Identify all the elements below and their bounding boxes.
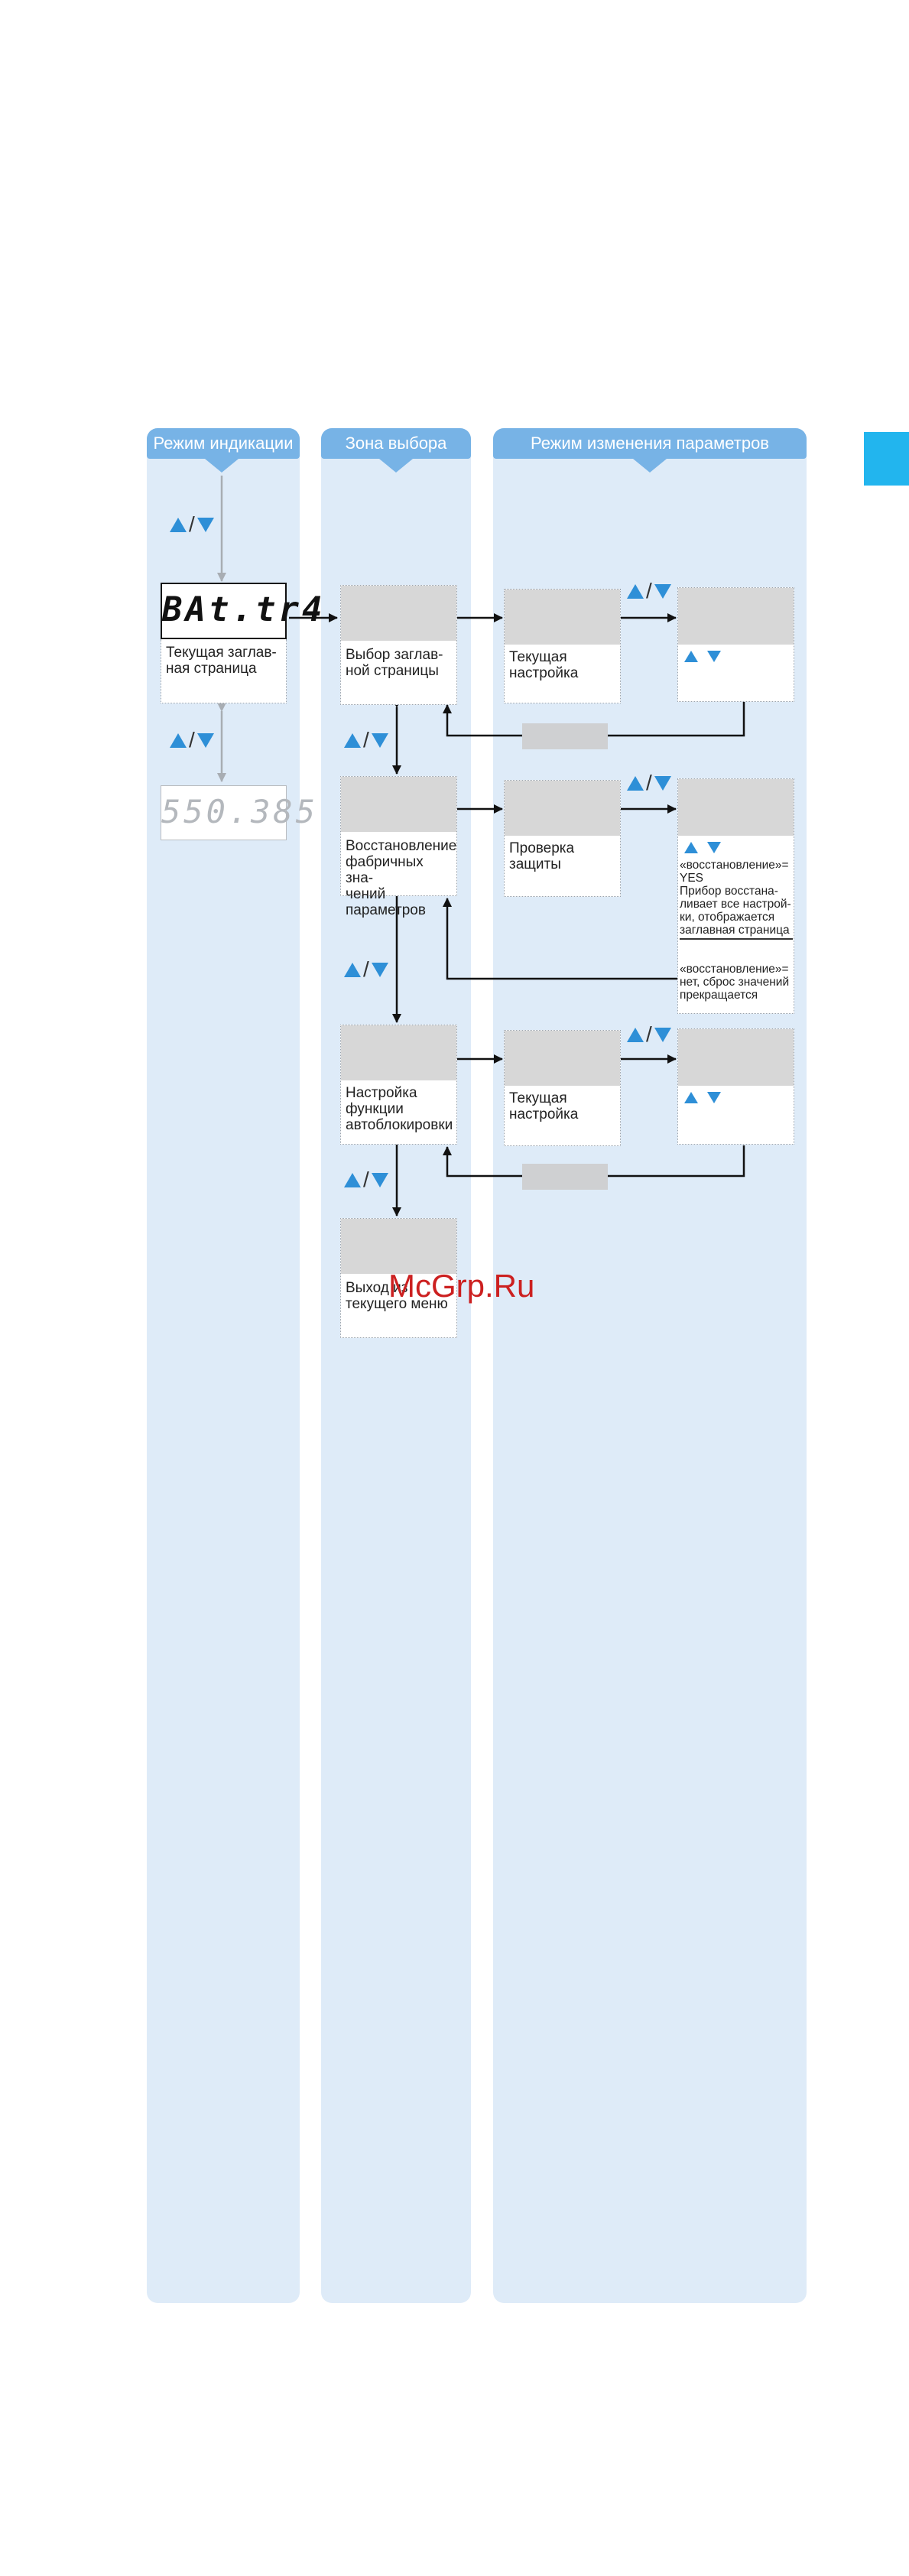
up-arrow-icon — [684, 651, 698, 662]
up-arrow-icon — [344, 1172, 361, 1187]
up-arrow-icon — [627, 775, 644, 791]
set-value-3-box[interactable] — [677, 1028, 794, 1145]
updown-arrows-select-2: / — [344, 959, 388, 980]
up-arrow-icon — [344, 733, 361, 748]
lcd-primary: BAt.tr4 — [161, 583, 322, 639]
down-arrow-icon — [654, 775, 671, 791]
updown-arrows-box-3 — [684, 1092, 721, 1103]
down-arrow-icon — [654, 583, 671, 599]
current-setting-2-label: Текущая настройка — [509, 1090, 579, 1122]
column-header-indication: Режим индикации — [147, 428, 300, 459]
column-header-parameters-pointer — [633, 459, 667, 473]
up-arrow-icon — [684, 1092, 698, 1103]
return-line-2 — [443, 898, 677, 980]
column-header-selection: Зона выбора — [321, 428, 471, 459]
updown-arrows-select-1: / — [344, 729, 388, 751]
up-arrow-icon — [627, 1027, 644, 1042]
updown-arrows-indication-mid: / — [170, 729, 214, 751]
restore-set-box[interactable]: «восстановление»= YES Прибор восстана- л… — [677, 778, 794, 1014]
restore-factory-label: Восстановление фабричных зна- чений пара… — [346, 838, 457, 918]
down-arrow-icon — [707, 842, 721, 853]
column-header-selection-pointer — [379, 459, 413, 473]
down-arrow-icon — [371, 733, 388, 748]
protection-check-label: Проверка защиты — [509, 840, 575, 872]
restore-no-label: «восстановление»= нет, сброс значений пр… — [680, 963, 790, 1002]
autolock-box[interactable]: Настройка функции автоблокировки — [340, 1025, 457, 1145]
column-header-indication-pointer — [205, 459, 239, 473]
down-arrow-icon — [371, 1172, 388, 1187]
return-indicator-1 — [522, 723, 608, 749]
side-tab — [864, 432, 909, 486]
autolock-label: Настройка функции автоблокировки — [346, 1085, 453, 1133]
column-header-parameters: Режим изменения параметров — [493, 428, 807, 459]
select-home-label: Выбор заглав- ной страницы — [346, 647, 443, 679]
up-arrow-icon — [170, 517, 187, 532]
current-home-label: Текущая заглав- ная страница — [166, 645, 277, 677]
down-arrow-icon — [654, 1027, 671, 1042]
updown-arrows-param-1: / — [627, 580, 671, 602]
set-value-1-box[interactable] — [677, 587, 794, 702]
current-setting-2-box: Текущая настройка — [504, 1030, 621, 1146]
return-indicator-3 — [522, 1164, 608, 1190]
exit-menu-box[interactable]: Выход из текущего меню — [340, 1218, 457, 1338]
updown-arrows-param-3: / — [627, 1024, 671, 1045]
current-setting-1-label: Текущая настройка — [509, 649, 579, 681]
updown-arrows-indication-top: / — [170, 514, 214, 535]
restore-factory-box[interactable]: Восстановление фабричных зна- чений пара… — [340, 776, 457, 918]
up-arrow-icon — [344, 962, 361, 977]
up-arrow-icon — [170, 733, 187, 748]
down-arrow-icon — [707, 651, 721, 662]
exit-menu-label: Выход из текущего меню — [346, 1280, 448, 1312]
up-arrow-icon — [684, 842, 698, 853]
watermark: McGrp.Ru — [388, 1268, 535, 1304]
down-arrow-icon — [196, 733, 214, 748]
down-arrow-icon — [707, 1092, 721, 1103]
down-arrow-icon — [371, 962, 388, 977]
updown-arrows-box-1 — [684, 651, 721, 662]
down-arrow-icon — [196, 517, 214, 532]
up-arrow-icon — [627, 583, 644, 599]
updown-arrows-select-3: / — [344, 1169, 388, 1191]
current-setting-1-box: Текущая настройка — [504, 589, 621, 703]
protection-check-box: Проверка защиты — [504, 780, 621, 897]
current-home-label-box: Текущая заглав- ная страница — [161, 639, 287, 703]
select-home-box[interactable]: Выбор заглав- ной страницы — [340, 585, 457, 705]
updown-arrows-param-2: / — [627, 772, 671, 794]
restore-yes-label: «восстановление»= YES Прибор восстана- л… — [680, 859, 793, 940]
updown-arrows-box-2 — [684, 842, 721, 853]
lcd-secondary: 550.385 — [161, 785, 315, 840]
